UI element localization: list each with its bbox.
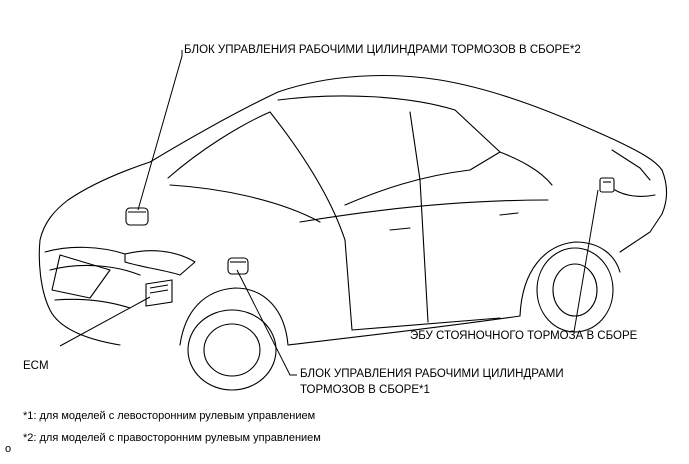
label-brake-actuator-lhd-line2: ТОРМОЗОВ В СБОРЕ*1 [300, 384, 430, 396]
leader-lines [59, 50, 599, 376]
car-body-outline [38, 74, 668, 391]
label-parking-brake-ecu: ЭБУ СТОЯНОЧНОГО ТОРМОЗА В СБОРЕ [410, 330, 638, 342]
brake-actuator-lhd-component [227, 257, 249, 275]
label-brake-actuator-lhd-line1: БЛОК УПРАВЛЕНИЯ РАБОЧИМИ ЦИЛИНДРАМИ [300, 368, 564, 380]
label-ecm: ECM [23, 360, 49, 372]
ecm-component [145, 279, 173, 307]
brake-actuator-rhd-component [125, 207, 149, 226]
label-brake-actuator-rhd: БЛОК УПРАВЛЕНИЯ РАБОЧИМИ ЦИЛИНДРАМИ ТОРМ… [184, 44, 581, 56]
footnote-lhd: *1: для моделей с левосторонним рулевым … [23, 410, 316, 422]
footnote-rhd: *2: для моделей с правосторонним рулевым… [23, 432, 321, 444]
corner-mark: o [5, 443, 12, 455]
parking-brake-ecu-component [599, 177, 615, 193]
